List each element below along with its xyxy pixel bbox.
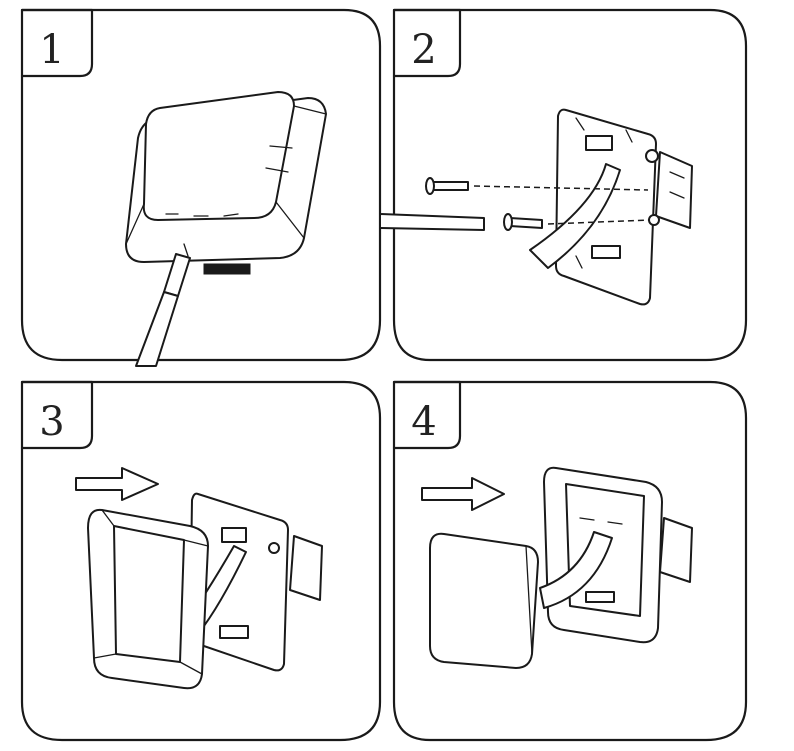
panel-frame [392, 380, 748, 742]
push-arrow [421, 477, 505, 511]
panel-frame [392, 8, 748, 362]
step-number: 4 [411, 399, 437, 445]
mounting-plate [555, 108, 693, 306]
panel-frame [20, 380, 382, 742]
step-3-illustration [20, 380, 382, 742]
step-1-panel: 1 [8, 6, 388, 367]
number-tab [20, 380, 94, 450]
cable [529, 163, 621, 269]
number-tab [392, 8, 462, 78]
step-2-panel: 2 [379, 6, 752, 366]
push-arrow [75, 467, 159, 501]
step-4-illustration [392, 380, 748, 742]
screws [379, 177, 651, 231]
frame [543, 466, 693, 644]
step-3-panel: 3 [8, 378, 388, 746]
cable [539, 531, 613, 609]
step-2-illustration [379, 8, 748, 362]
mounting-plate [189, 492, 323, 672]
step-number: 1 [39, 27, 65, 73]
step-number: 3 [39, 399, 65, 445]
step-1-illustration [20, 8, 382, 367]
thermostat-device [125, 91, 327, 275]
step-4-panel: 4 [380, 378, 752, 746]
number-tab [392, 380, 462, 450]
number-tab [20, 8, 94, 78]
frame [87, 508, 209, 690]
screwdriver [135, 243, 191, 367]
thermostat-device [429, 532, 539, 669]
panel-frame [20, 8, 382, 362]
step-number: 2 [411, 27, 437, 73]
